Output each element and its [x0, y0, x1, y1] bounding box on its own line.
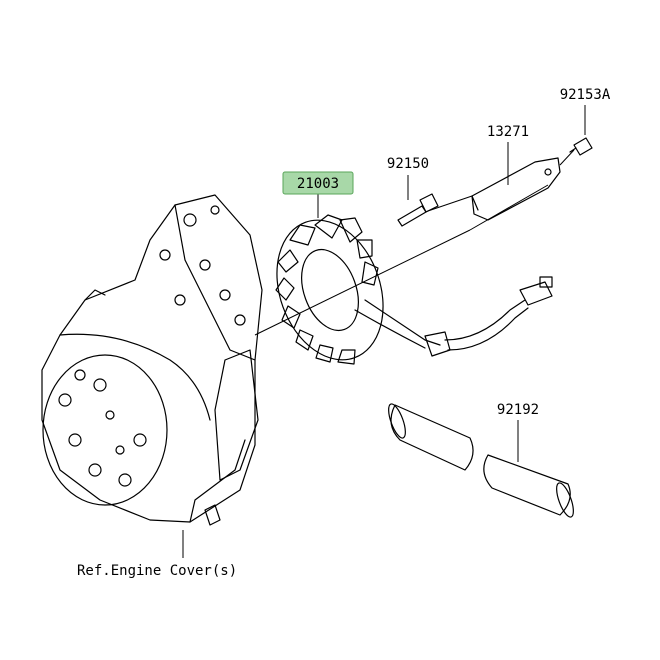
- callout-92192[interactable]: 92192: [497, 402, 539, 418]
- assembly-line: [559, 149, 575, 166]
- assembly-line: [469, 184, 549, 231]
- ref-engine-cover-label: Ref.Engine Cover(s): [77, 563, 237, 579]
- assembly-line: [424, 195, 473, 213]
- callout-21003[interactable]: 21003: [297, 176, 339, 192]
- engine-cover[interactable]: [41, 194, 263, 526]
- callout-13271[interactable]: 13271: [487, 124, 529, 140]
- screw-92153A[interactable]: [569, 137, 593, 156]
- callout-92150[interactable]: 92150: [387, 156, 429, 172]
- assembly-line: [254, 229, 471, 336]
- cover-plate-13271[interactable]: [471, 157, 561, 221]
- stud-92192[interactable]: [385, 402, 577, 519]
- callout-92153A[interactable]: 92153A: [560, 87, 611, 103]
- highlight-box: [282, 171, 354, 195]
- stator[interactable]: [258, 205, 553, 375]
